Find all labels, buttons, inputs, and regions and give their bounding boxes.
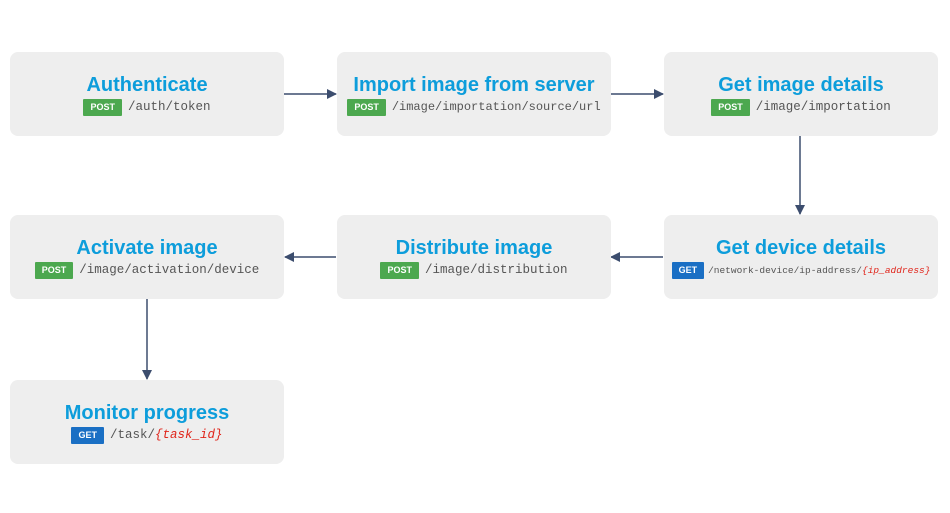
endpoint: POST /auth/token: [83, 98, 211, 116]
endpoint-path: /image/distribution: [424, 263, 568, 277]
endpoint: POST /image/importation: [711, 98, 891, 116]
method-badge: POST: [347, 98, 386, 116]
path-parameter: {ip_address}: [862, 264, 931, 276]
path-text: /task/: [109, 428, 155, 442]
endpoint-path: /image/activation/device: [79, 263, 260, 277]
step-activate-image: Activate image POST /image/activation/de…: [10, 215, 284, 299]
method-badge: POST: [34, 261, 74, 279]
step-title: Authenticate: [86, 73, 208, 96]
endpoint: GET /network-device/ip-address/{ip_addre…: [671, 261, 930, 279]
step-authenticate: Authenticate POST /auth/token: [10, 52, 284, 136]
step-title: Activate image: [76, 236, 218, 259]
step-monitor-progress: Monitor progress GET /task/{task_id}: [10, 380, 284, 464]
step-title: Distribute image: [395, 236, 553, 259]
method-badge: POST: [380, 261, 419, 279]
endpoint: POST /image/activation/device: [34, 261, 260, 279]
method-badge: POST: [711, 98, 750, 116]
endpoint-path: /image/importation: [755, 100, 891, 114]
endpoint-path: /network-device/ip-address/{ip_address}: [708, 265, 930, 276]
step-title: Get device details: [715, 236, 887, 259]
method-badge: GET: [71, 426, 104, 444]
step-distribute-image: Distribute image POST /image/distributio…: [337, 215, 611, 299]
endpoint-path: /image/importation/source/url: [391, 100, 601, 114]
step-get-device-details: Get device details GET /network-device/i…: [664, 215, 938, 299]
endpoint: GET /task/{task_id}: [71, 426, 223, 444]
step-get-image-details: Get image details POST /image/importatio…: [664, 52, 938, 136]
step-title: Import image from server: [353, 73, 595, 96]
step-import-image: Import image from server POST /image/imp…: [337, 52, 611, 136]
path-text: /network-device/ip-address/: [708, 264, 863, 276]
endpoint: POST /image/distribution: [380, 261, 568, 279]
endpoint-path: /task/{task_id}: [110, 428, 223, 442]
endpoint-path: /auth/token: [128, 100, 211, 114]
step-title: Get image details: [718, 73, 884, 96]
path-parameter: {task_id}: [155, 428, 223, 442]
endpoint: POST /image/importation/source/url: [347, 98, 601, 116]
method-badge: GET: [671, 261, 705, 279]
method-badge: POST: [83, 98, 122, 116]
step-title: Monitor progress: [64, 401, 230, 424]
